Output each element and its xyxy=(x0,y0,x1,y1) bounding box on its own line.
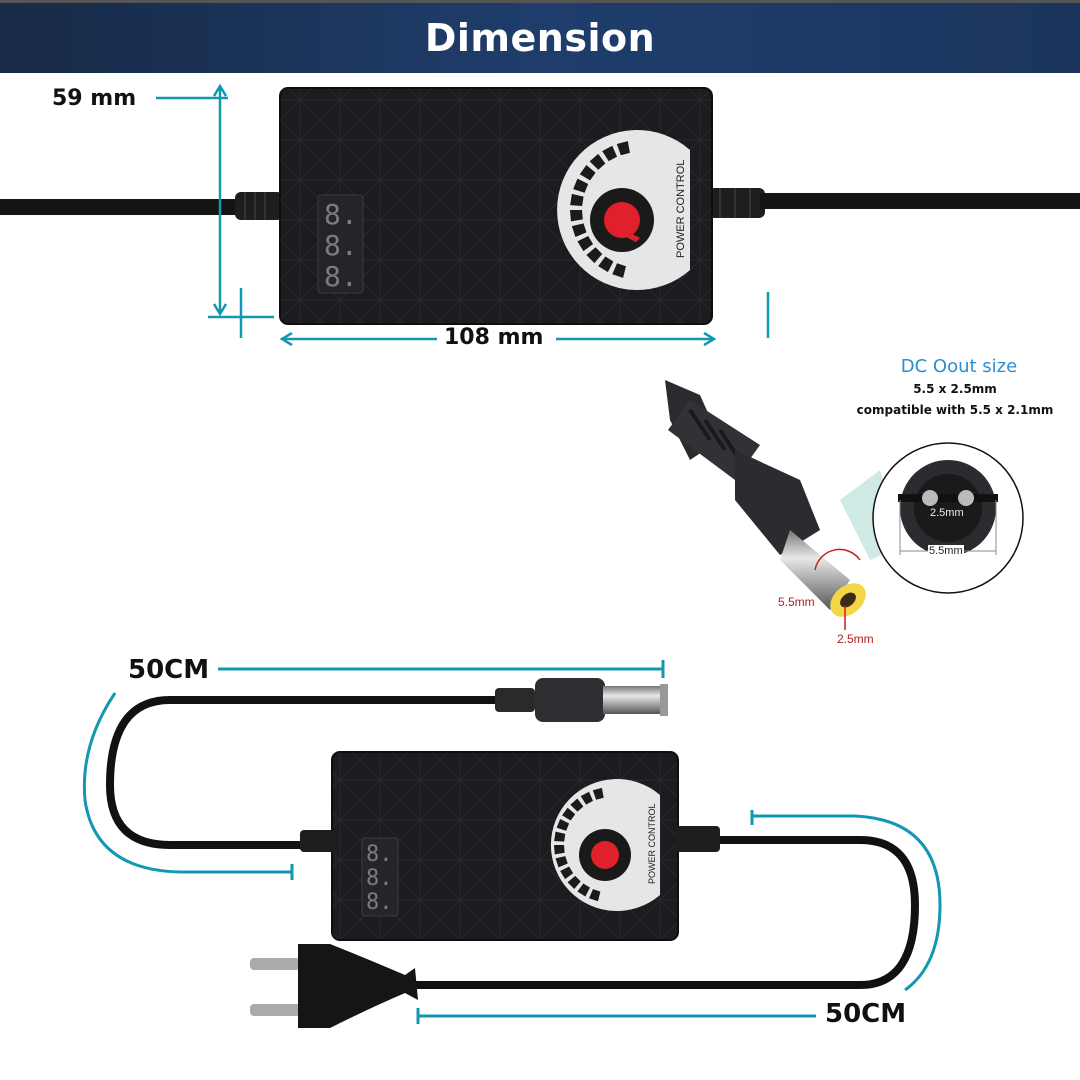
led-digit: 8. xyxy=(366,890,393,915)
height-dimension-line xyxy=(156,83,274,338)
dial-segment xyxy=(562,807,576,821)
closeup-outer-diameter: 5.5mm xyxy=(928,545,964,557)
dc-output-title: DC Oout size xyxy=(900,356,1018,377)
dial-segment xyxy=(589,889,601,902)
tip-outer-diameter: 5.5mm xyxy=(778,595,815,609)
dial-segment xyxy=(554,845,565,855)
dial-segment xyxy=(580,791,593,805)
dial-segment xyxy=(586,247,603,264)
led-digit: 8. xyxy=(324,198,358,231)
bottom-dial-segments xyxy=(554,787,604,902)
bottom-led-display xyxy=(361,837,399,917)
dial-segment xyxy=(554,831,566,842)
dial-segment xyxy=(612,263,626,278)
dial-segment xyxy=(589,153,606,170)
led-digit: 8. xyxy=(324,229,358,262)
height-label: 59 mm xyxy=(52,86,137,111)
dial-segment xyxy=(616,141,630,156)
dial-segment xyxy=(560,866,574,880)
ac-cable-length-label: 50CM xyxy=(825,999,907,1029)
bottom-knob xyxy=(579,829,631,881)
dial-segment xyxy=(571,223,587,237)
dial-segment xyxy=(579,165,596,181)
width-label: 108 mm xyxy=(444,325,544,350)
dial-segment xyxy=(573,178,589,193)
dc-cable-length-label: 50CM xyxy=(128,655,210,685)
header-banner: Dimension xyxy=(0,0,1080,73)
led-digit: 8. xyxy=(324,260,358,293)
led-digit: 8. xyxy=(366,866,393,891)
dc-plug-closeup xyxy=(665,380,1024,630)
led-digit: 8. xyxy=(366,842,393,867)
bottom-dc-cable xyxy=(105,696,500,849)
dial-segment xyxy=(598,256,614,273)
dc-output-compatibility: compatible with 5.5 x 2.1mm xyxy=(856,403,1054,417)
dial-segment xyxy=(570,210,583,222)
ac-cable-dimension-line xyxy=(416,810,942,1024)
top-strain-relief-left xyxy=(235,192,283,220)
closeup-inner-diameter: 2.5mm xyxy=(930,507,964,519)
dc-cable-dimension-line xyxy=(82,660,665,880)
top-knob xyxy=(590,188,654,252)
page-title: Dimension xyxy=(424,16,656,60)
dial-segment xyxy=(577,883,590,897)
tip-inner-diameter: 2.5mm xyxy=(837,632,874,646)
dial-segment xyxy=(567,875,581,889)
dial-segment xyxy=(592,787,604,800)
width-dimension-line xyxy=(279,292,770,347)
dial-segment xyxy=(577,236,594,252)
dial-segment xyxy=(555,856,568,868)
top-cable-left xyxy=(0,199,240,215)
dial-segment xyxy=(602,145,618,162)
bottom-ac-plug xyxy=(250,944,418,1028)
dial-segment xyxy=(570,798,584,812)
bottom-ac-cable xyxy=(410,836,920,989)
top-led-display xyxy=(317,194,364,294)
dc-output-size: 5.5 x 2.5mm xyxy=(913,382,997,396)
bottom-dial-label: POWER CONTROL xyxy=(647,803,657,884)
top-cable-right xyxy=(705,188,1080,218)
top-dial-segments xyxy=(570,141,630,278)
bottom-dc-connector xyxy=(495,678,668,722)
top-dial-label: POWER CONTROL xyxy=(675,160,687,258)
dial-segment xyxy=(570,193,584,206)
dial-segment xyxy=(556,818,570,831)
